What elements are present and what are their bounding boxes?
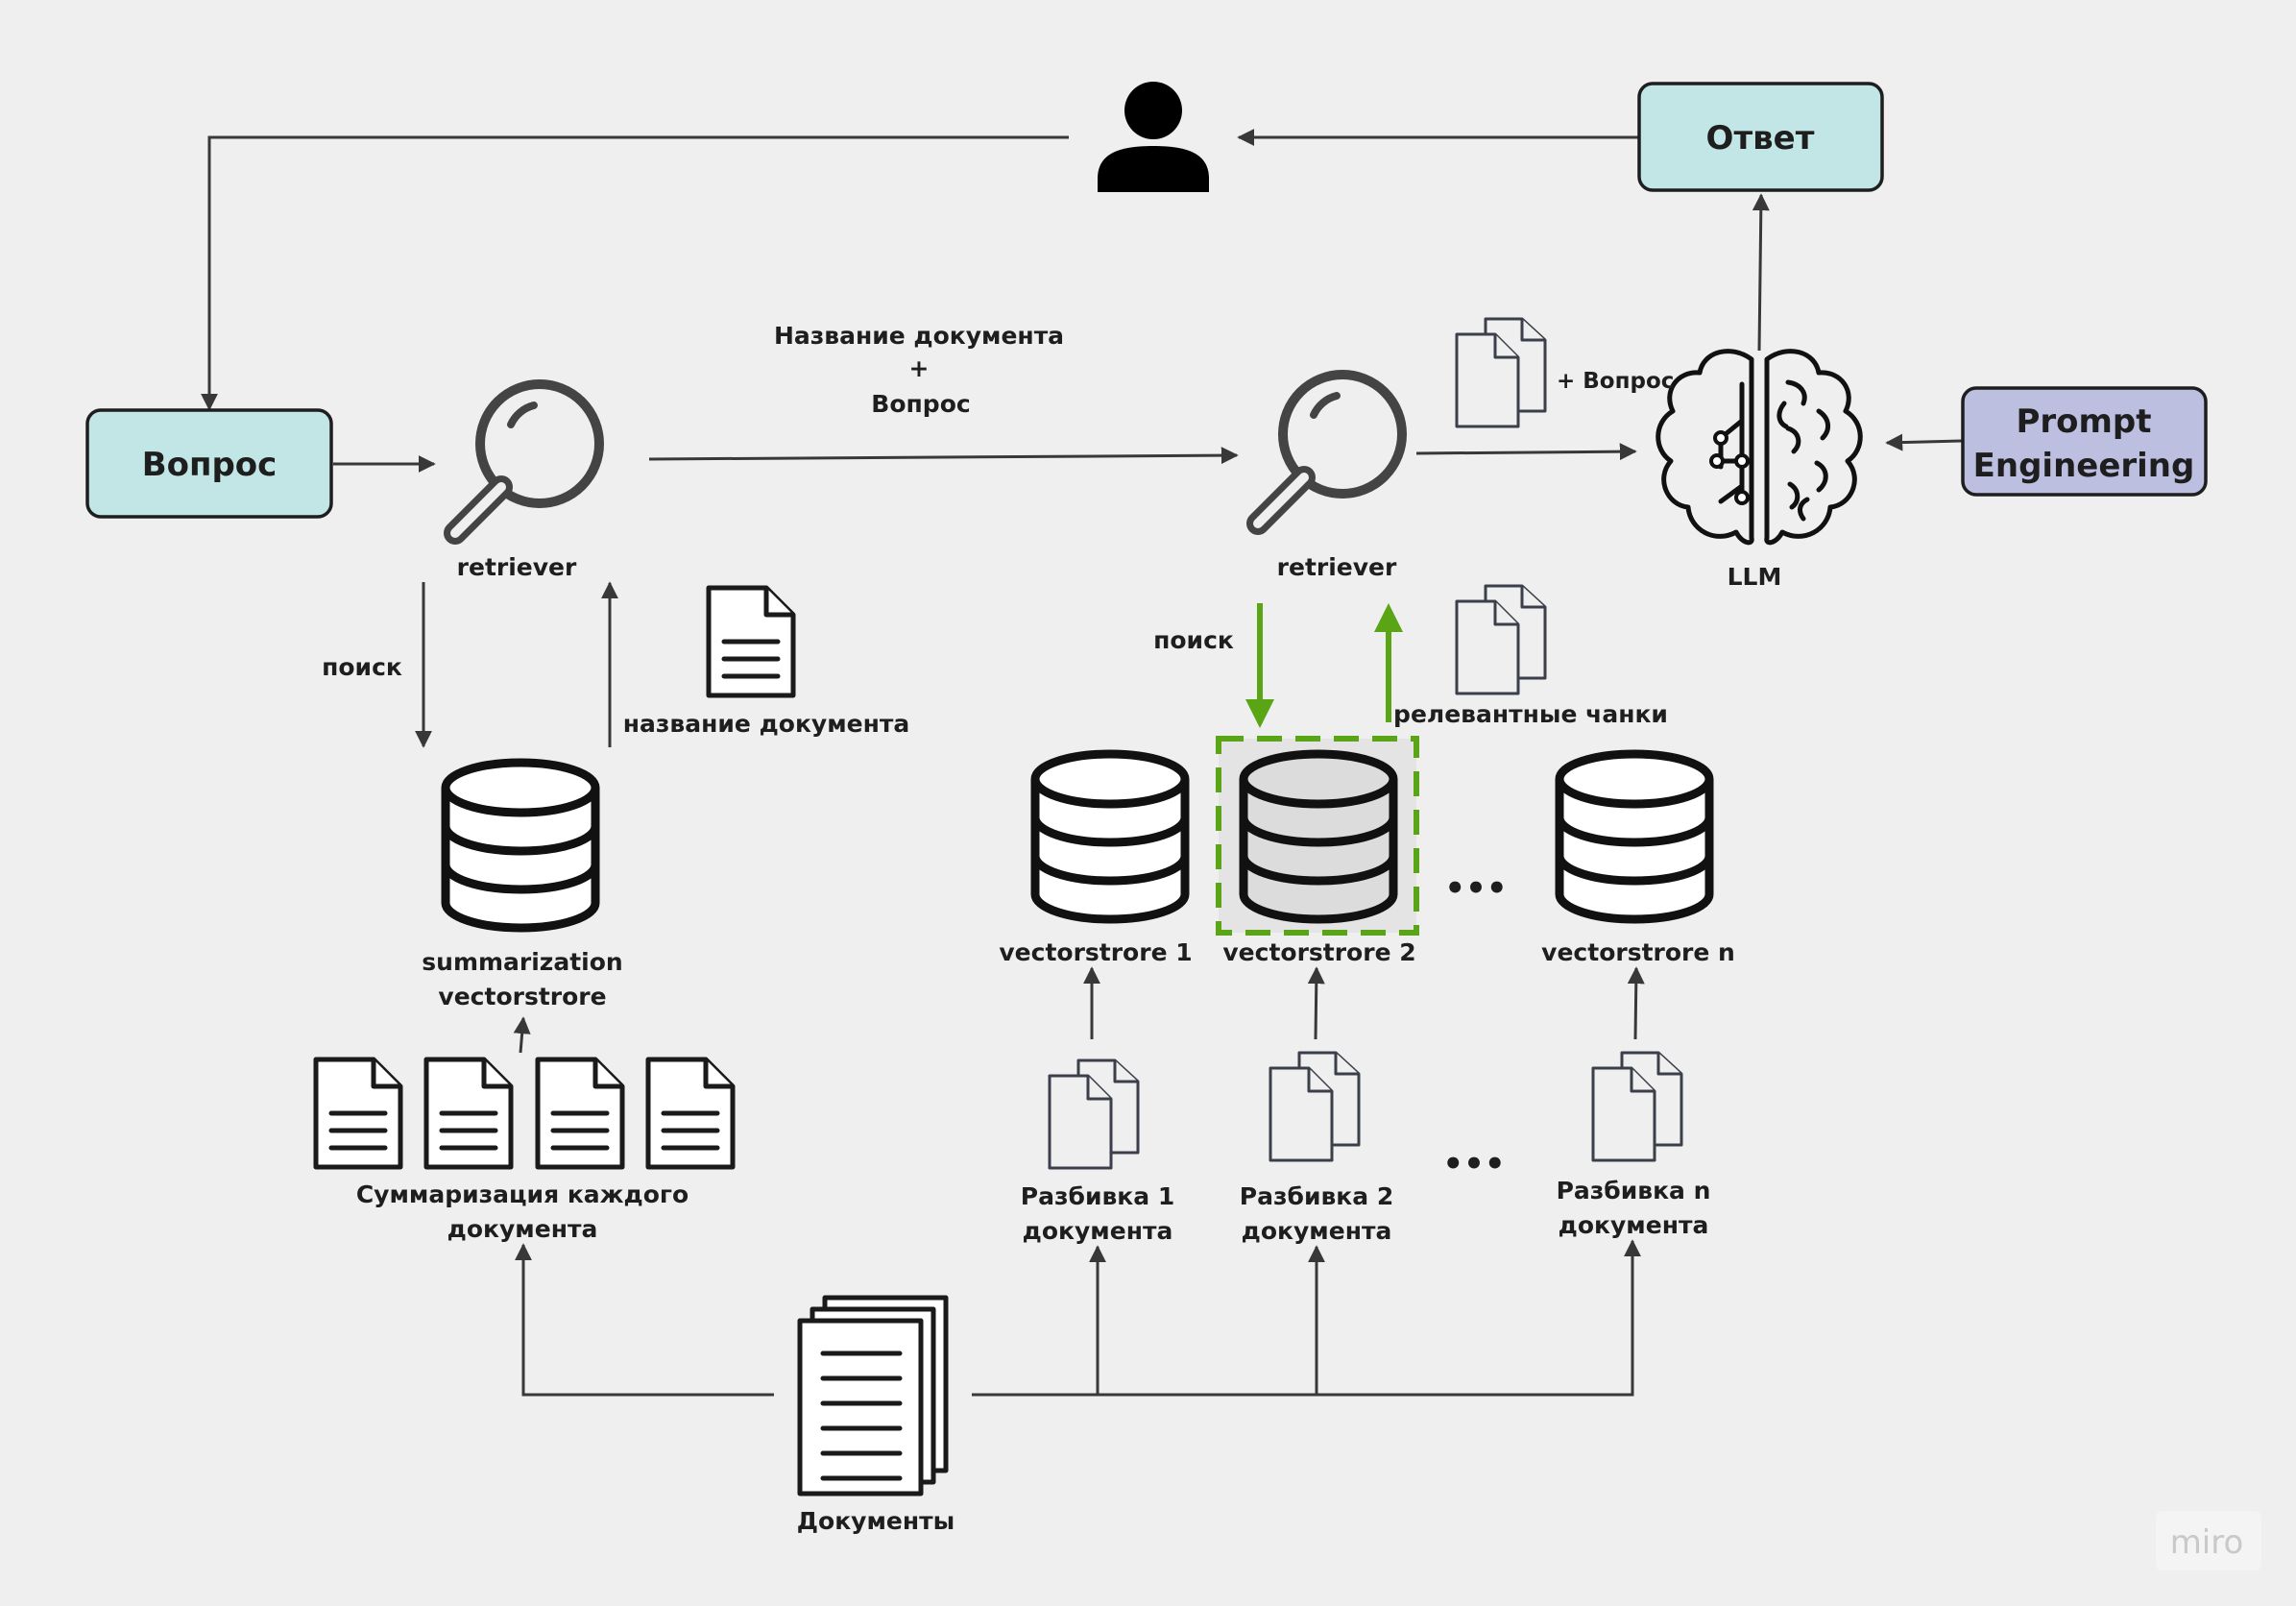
vs2-label: vectorstrore 2 bbox=[1222, 938, 1415, 966]
retriever-left-label: retriever bbox=[457, 553, 577, 581]
document-icon bbox=[538, 1059, 622, 1167]
split1-label-1: Разбивка 1 bbox=[1021, 1182, 1174, 1210]
splitn-to-vsn-arrow bbox=[1627, 966, 1645, 1040]
user-icon bbox=[1098, 82, 1209, 192]
summ-vs-label-2: vectorstrore bbox=[438, 983, 606, 1010]
ellipsis-top: ••• bbox=[1444, 869, 1507, 908]
document-icon bbox=[426, 1059, 511, 1167]
database-icon bbox=[446, 763, 595, 928]
summ-to-vs-arrow bbox=[513, 1016, 531, 1054]
connectors bbox=[201, 129, 1963, 1397]
splitn-label-2: документа bbox=[1559, 1211, 1709, 1239]
top-label-line2: + bbox=[909, 354, 930, 382]
answer-box[interactable]: Ответ bbox=[1637, 82, 1884, 192]
document-icon bbox=[709, 588, 793, 695]
summ-vs-label-1: summarization bbox=[422, 948, 622, 976]
magnifier-icon bbox=[455, 384, 599, 533]
doc-title-label: название документа bbox=[623, 710, 909, 738]
relevant-chunks-label: релевантные чанки bbox=[1393, 700, 1668, 728]
retriever-right-label: retriever bbox=[1277, 553, 1397, 581]
user-to-question-arrow bbox=[201, 135, 1069, 411]
docs-to-splitn-arrow bbox=[972, 1239, 1641, 1397]
prompt-box-label-2: Engineering bbox=[1973, 447, 2195, 485]
split2-label-1: Разбивка 2 bbox=[1240, 1182, 1393, 1210]
prompt-box-label-1: Prompt bbox=[2016, 402, 2151, 441]
database-icon bbox=[1244, 754, 1393, 919]
prompt-to-llm-arrow bbox=[1885, 433, 1963, 451]
retriever-to-retriever-arrow bbox=[648, 447, 1239, 465]
documents-stack-icon bbox=[797, 1295, 949, 1496]
magnifier-icon bbox=[1258, 375, 1402, 523]
chunks-icon bbox=[1591, 1051, 1683, 1162]
summ-each-label-2: документа bbox=[447, 1215, 598, 1243]
summ-each-label-1: Суммаризация каждого bbox=[356, 1180, 689, 1208]
split2-label-2: документа bbox=[1242, 1217, 1392, 1245]
llm-label: LLM bbox=[1728, 563, 1782, 591]
labels: retriever retriever LLM Название докумен… bbox=[322, 322, 1781, 1535]
answer-box-label: Ответ bbox=[1706, 119, 1815, 158]
document-icon bbox=[648, 1059, 733, 1167]
chunks-icon bbox=[1455, 584, 1547, 695]
vsn-label: vectorstrore n bbox=[1541, 938, 1735, 966]
docs-to-summ-arrow bbox=[515, 1243, 774, 1397]
miro-watermark-bg bbox=[2156, 1511, 2261, 1570]
chunks-icon bbox=[1048, 1058, 1140, 1170]
top-label-line1: Название документа bbox=[774, 322, 1064, 350]
plus-question-label: + Вопрос bbox=[1557, 369, 1674, 394]
question-box[interactable]: Вопрос bbox=[85, 408, 333, 519]
ellipsis-bottom: ••• bbox=[1442, 1145, 1505, 1183]
splitn-label-1: Разбивка n bbox=[1557, 1177, 1711, 1204]
llm-to-answer-arrow bbox=[1752, 193, 1770, 352]
prompt-engineering-box[interactable]: Prompt Engineering bbox=[1961, 386, 2208, 497]
search-right-label: поиск bbox=[1153, 626, 1234, 654]
split2-to-vs2-arrow bbox=[1307, 966, 1325, 1040]
document-icon bbox=[316, 1059, 400, 1167]
chunks-icon bbox=[1455, 317, 1547, 428]
database-icon bbox=[1559, 754, 1709, 919]
question-box-label: Вопрос bbox=[142, 446, 278, 484]
split1-label-2: документа bbox=[1023, 1217, 1173, 1245]
brain-icon bbox=[1656, 349, 1863, 546]
miro-watermark: miro bbox=[2170, 1523, 2244, 1562]
top-label-line3: Вопрос bbox=[871, 390, 970, 418]
search-left-label: поиск bbox=[322, 653, 402, 681]
documents-label: Документы bbox=[797, 1507, 955, 1535]
database-icon bbox=[1035, 754, 1185, 919]
retriever-to-llm-arrow bbox=[1415, 443, 1637, 461]
chunks-icon bbox=[1269, 1051, 1361, 1162]
vs1-label: vectorstrore 1 bbox=[999, 938, 1192, 966]
